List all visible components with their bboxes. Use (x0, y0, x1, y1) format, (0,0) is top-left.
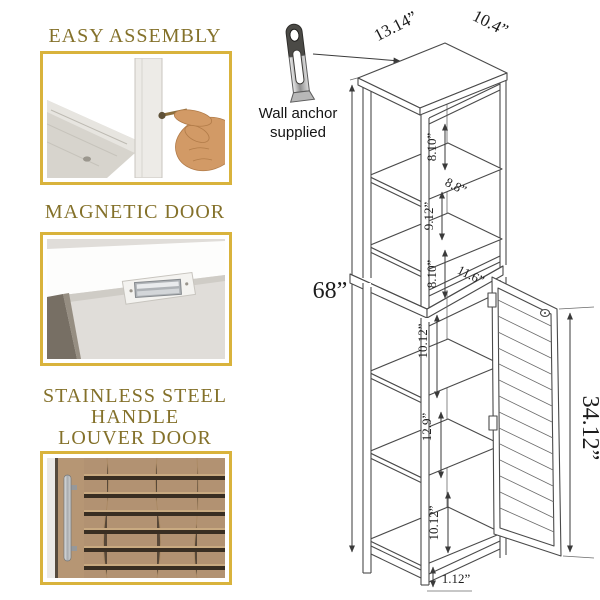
dim-door-height-label: 34.12” (577, 396, 600, 461)
lower-shelf (367, 418, 503, 479)
easy-assembly-title: EASY ASSEMBLY (15, 26, 255, 47)
louver-door-title: STAINLESS STEEL HANDLE LOUVER DOOR (15, 386, 255, 449)
magnetic-door-title: MAGNETIC DOOR (15, 202, 255, 223)
magnetic-door-photo (47, 239, 225, 359)
steel-handle-icon (63, 474, 77, 562)
hinge-icon (488, 415, 498, 431)
wall-anchor-callout-line1: Wall anchor (258, 105, 338, 122)
hand-icon (173, 109, 225, 172)
dim-lower-shelf3-label: 10.12” (426, 505, 441, 540)
louver-slats (84, 474, 225, 570)
louver-door-title-line1: STAINLESS STEEL (43, 385, 227, 407)
door-slats (497, 299, 555, 533)
dim-upper-shelf3-label: 8.10” (424, 260, 439, 289)
cabinet-top (357, 42, 508, 109)
wall-anchor-callout-line2: supplied (270, 124, 326, 141)
lower-shelf (367, 338, 503, 399)
dim-leg-height-label: 1.12” (442, 571, 471, 586)
dim-upper-shelf2-label: 9.12” (421, 202, 436, 231)
easy-assembly-photo (47, 58, 225, 178)
wood-post (134, 58, 163, 178)
easy-assembly-title-text: EASY ASSEMBLY (48, 25, 222, 47)
louver-door-photo-frame (40, 451, 232, 585)
upper-cabinet (357, 42, 508, 310)
cabinet-top-panel (47, 241, 225, 297)
overall-height-dimension: 68” (313, 76, 362, 553)
wall-anchor-callout: Wall anchor supplied (246, 104, 350, 142)
cabinet-side-shadow (47, 294, 77, 359)
hinge-icon (487, 292, 497, 308)
louver-door-title-line3: LOUVER DOOR (58, 427, 212, 449)
louver-door-open (487, 276, 562, 557)
mid-top (349, 273, 428, 319)
magnetic-door-photo-frame (40, 232, 232, 366)
dim-top-depth-label: 10.4” (470, 6, 512, 40)
lower-cabinet (349, 265, 507, 586)
dim-lower-shelf2-label: 12.9” (419, 413, 434, 442)
louver-door-title-line2: HANDLE (90, 406, 180, 428)
magnetic-door-title-text: MAGNETIC DOOR (44, 201, 226, 223)
anchor-leader-arrow (312, 53, 401, 64)
easy-assembly-photo-frame (40, 51, 232, 185)
dim-total-height-label: 68” (313, 278, 348, 304)
louver-door-photo (47, 458, 225, 578)
wall-anchor-icon (285, 23, 316, 103)
cabinet-dimension-drawing: 68” (312, 6, 600, 592)
dimension-annotations: 13.14” 10.4” 8.10” 8.8” 9.12” 8.10” 11.6… (371, 6, 600, 592)
magnetic-latch-icon (121, 271, 197, 305)
dim-upper-shelf1-label: 8.10” (424, 133, 439, 162)
dim-top-width-label: 13.14” (371, 7, 420, 45)
dim-lower-shelf1-label: 10.12” (415, 323, 430, 358)
